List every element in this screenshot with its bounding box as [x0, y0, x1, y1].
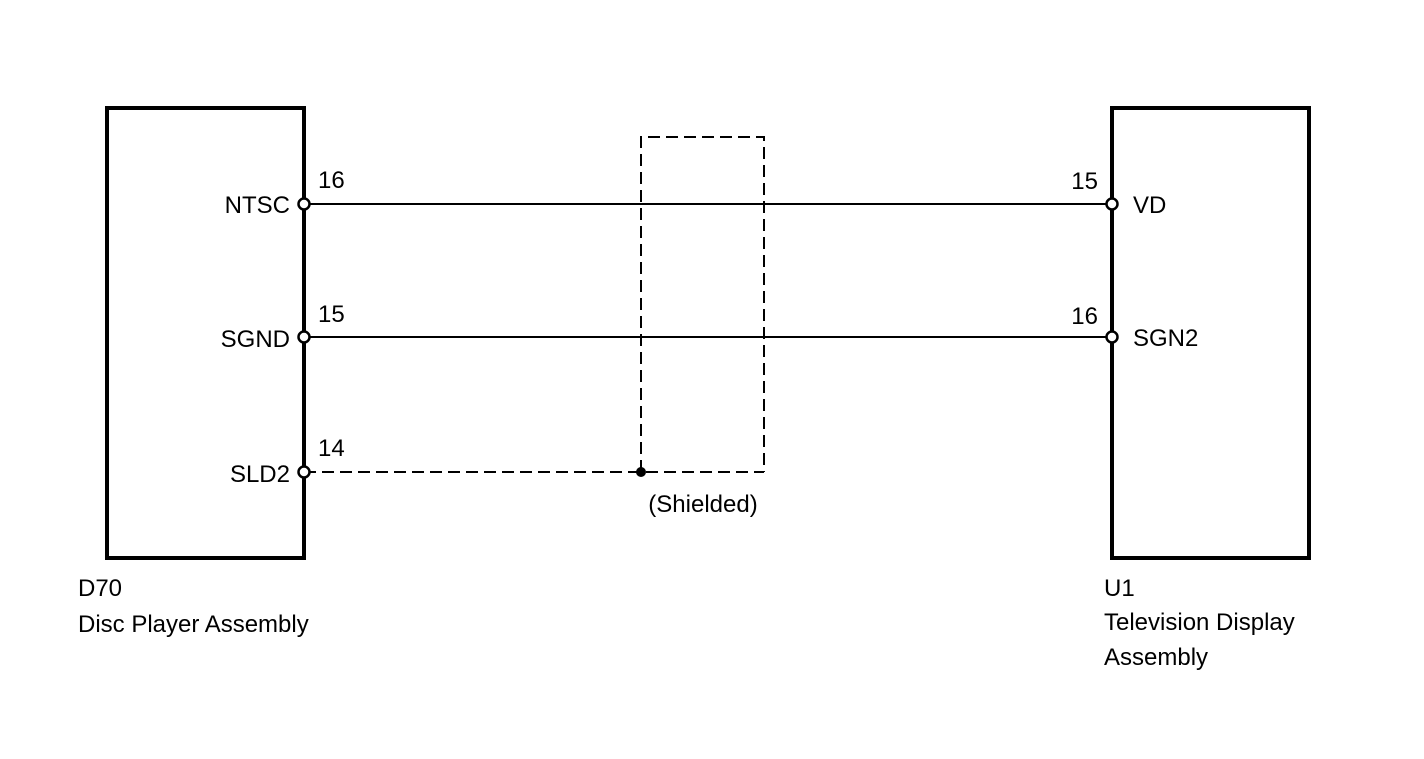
- pin-number-sgnd: 15: [318, 301, 345, 328]
- pin-label-sgnd: SGND: [221, 326, 290, 353]
- pin-terminal-vd: [1105, 197, 1119, 211]
- pin-label-ntsc: NTSC: [225, 192, 290, 219]
- pin-label-vd: VD: [1133, 192, 1166, 219]
- pin-number-sld2: 14: [318, 435, 345, 462]
- pin-number-vd: 15: [1071, 168, 1098, 195]
- shield-label: (Shielded): [648, 491, 757, 518]
- pin-terminal-ntsc: [297, 197, 311, 211]
- pin-terminal-sgnd: [297, 330, 311, 344]
- pin-number-sgn2: 16: [1071, 303, 1098, 330]
- right-component-code: U1: [1104, 575, 1135, 602]
- pin-label-sgn2: SGN2: [1133, 325, 1198, 352]
- pin-terminal-sld2: [297, 465, 311, 479]
- left-component-code: D70: [78, 575, 122, 602]
- shield-outline: [640, 136, 765, 472]
- right-component-name-line2: Assembly: [1104, 644, 1208, 671]
- right-component-name-line1: Television Display: [1104, 609, 1295, 636]
- left-component-name: Disc Player Assembly: [78, 611, 309, 638]
- shield-junction-dot: [636, 467, 646, 477]
- pin-number-ntsc: 16: [318, 167, 345, 194]
- pin-terminal-sgn2: [1105, 330, 1119, 344]
- pin-label-sld2: SLD2: [230, 461, 290, 488]
